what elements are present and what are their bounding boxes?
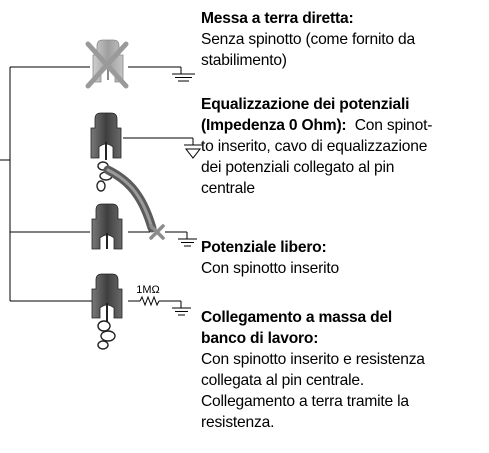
option-floating-potential: Potenziale libero: Con spinotto inserito (201, 237, 339, 279)
plug-equalization (90, 112, 122, 192)
option-description: dei potenziali collegato al pin (201, 159, 395, 176)
option-description: stabilimento) (201, 52, 287, 69)
option-title: Messa a terra diretta: (201, 10, 354, 27)
plug-floating (91, 203, 123, 250)
ground-wire-1 (128, 66, 182, 74)
ground-symbol-icon (172, 73, 195, 82)
option-description: Con spinotto inserito (201, 260, 339, 277)
plug-bench-ground (91, 273, 123, 350)
option-description: resistenza. (201, 414, 275, 431)
open-wire-3 (128, 231, 188, 239)
option-title: (Impedenza 0 Ohm): (201, 117, 347, 134)
option-description: centrale (201, 180, 255, 197)
option-description: Senza spinotto (come fornito da (201, 31, 415, 48)
option-description: collegata al pin centrale. (201, 372, 364, 389)
option-description: Con spinot- (354, 117, 433, 134)
option-direct-ground: Messa a terra diretta: Senza spinotto (c… (201, 8, 415, 71)
option-potential-equalization: Equalizzazione dei potenziali (Impedenza… (201, 94, 432, 199)
option-title: Collegamento a massa del (201, 309, 393, 326)
equipotential-symbol-icon (184, 144, 203, 159)
ground-wire-2 (123, 137, 194, 145)
equalization-cable (103, 165, 157, 233)
option-bench-ground: Collegamento a massa del banco di lavoro… (201, 307, 425, 433)
option-title: Potenziale libero: (201, 239, 327, 256)
option-description: Con spinotto inserito e resistenza (201, 351, 425, 368)
cross-icon (85, 41, 129, 89)
resistor-wire-4 (128, 295, 182, 308)
resistor-label: 1MΩ (136, 284, 160, 296)
disconnect-cross-icon (149, 224, 165, 240)
option-description: to inserito, cavo di equalizzazione (201, 138, 428, 155)
left-bus-line (0, 66, 92, 302)
option-description: Collegamento a terra tramite la (201, 393, 409, 410)
ground-symbol-3-icon (178, 238, 197, 247)
option-title: Equalizzazione dei potenziali (201, 96, 410, 113)
ground-symbol-4-icon (172, 307, 191, 316)
option-title: banco di lavoro: (201, 330, 319, 347)
